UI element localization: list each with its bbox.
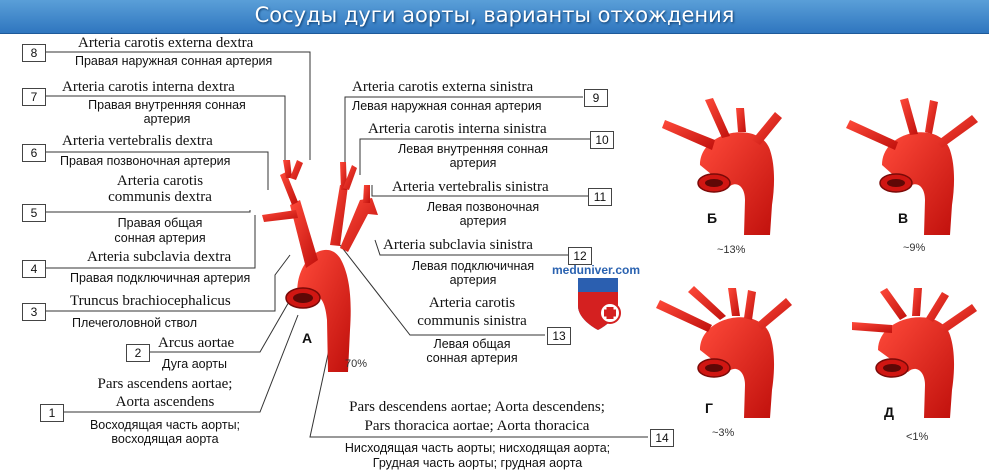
label-8-russian: Правая наружная сонная артерия: [75, 54, 273, 68]
label-number-9: 9: [584, 89, 608, 107]
leader-line-4: [45, 215, 256, 269]
variant-d-figure: [656, 286, 792, 418]
label-7-latin: Arteria carotis interna dextra: [62, 79, 235, 95]
main-aorta-figure: [262, 160, 378, 372]
label-8-latin: Arteria carotis externa dextra: [78, 35, 254, 51]
variant-e-figure: [852, 288, 977, 418]
page-title: Сосуды дуги аорты, варианты отхождения: [254, 3, 735, 27]
leader-line-5: [45, 210, 251, 213]
label-number-5: 5: [22, 204, 46, 222]
label-10-latin: Arteria carotis interna sinistra: [368, 121, 547, 137]
label-2-russian: Дуга аорты: [162, 357, 227, 371]
label-11-latin: Arteria vertebralis sinistra: [392, 179, 549, 195]
label-number-13: 13: [547, 327, 571, 345]
label-5-latin-line1: Arteria carotis: [116, 173, 204, 189]
leader-lines: [45, 51, 648, 438]
label-7-russian-line1: Правая внутренняя сонная: [88, 98, 246, 112]
label-3-latin: Truncus brachiocephalicus: [70, 293, 231, 309]
label-9-russian: Левая наружная сонная артерия: [352, 99, 542, 113]
variant-e-letter: Д: [884, 404, 894, 420]
variant-d-percent: ~3%: [712, 427, 735, 439]
label-14-latin-line2: Pars thoracica aortae; Aorta thoracica: [364, 418, 590, 434]
label-number-11: 11: [588, 188, 612, 206]
variant-a-letter: А: [302, 330, 313, 346]
label-5-russian-line2: сонная артерия: [114, 231, 206, 245]
label-13-latin-line2: communis sinistra: [417, 313, 527, 329]
meduniver-logo-icon: [578, 278, 621, 330]
meduniver-watermark-text: meduniver.com: [552, 263, 641, 277]
leader-line-3: [45, 254, 291, 312]
variant-c-figure: [846, 98, 978, 235]
label-1-russian-line2: восходящая аорта: [111, 432, 219, 446]
label-3-russian: Плечеголовной ствол: [72, 316, 198, 330]
label-14-russian-line1: Нисходящая часть аорты; нисходящая аорта…: [344, 441, 611, 455]
leader-line-11: [371, 185, 590, 197]
label-number-2: 2: [126, 344, 150, 362]
label-number-6: 6: [22, 144, 46, 162]
label-11-russian-line1: Левая позвоночная: [426, 200, 540, 214]
variant-a-percent: 70%: [345, 358, 368, 370]
label-5-latin-line2: communis dextra: [108, 189, 212, 205]
label-1-russian-line1: Восходящая часть аорты;: [89, 418, 241, 432]
label-4-russian: Правая подключичная артерия: [70, 271, 251, 285]
label-number-12: 12: [568, 247, 592, 265]
variant-b-figure: [662, 98, 782, 235]
label-10-russian-line1: Левая внутренняя сонная: [398, 142, 548, 156]
label-5-russian-line1: Правая общая: [117, 216, 203, 230]
label-7-russian-line2: артерия: [143, 112, 191, 126]
variant-d-letter: Г: [705, 400, 713, 416]
label-12-russian-line2: артерия: [449, 273, 497, 287]
leader-line-2: [150, 299, 291, 353]
label-13-russian-line1: Левая общая: [433, 337, 511, 351]
leader-line-10: [359, 138, 590, 175]
leader-line-9: [344, 96, 583, 165]
leader-line-1: [64, 314, 299, 413]
label-number-14: 14: [650, 429, 674, 447]
label-number-1: 1: [40, 404, 64, 422]
leader-line-13: [339, 244, 545, 336]
label-number-3: 3: [22, 303, 46, 321]
leader-line-6: [45, 151, 269, 190]
title-bar: [0, 0, 989, 34]
label-number-7: 7: [22, 88, 46, 106]
label-12-latin: Arteria subclavia sinistra: [383, 237, 533, 253]
label-14-russian-line2: Грудная часть аорты; грудная аорта: [372, 456, 583, 470]
label-2-latin: Arcus aortae: [158, 335, 235, 351]
variant-e-percent: <1%: [906, 431, 929, 443]
leader-line-7: [45, 95, 286, 165]
label-4-latin: Arteria subclavia dextra: [87, 249, 232, 265]
variant-b-percent: ~13%: [717, 244, 746, 256]
leader-line-12: [374, 239, 570, 256]
label-12-russian-line1: Левая подключичная: [411, 259, 535, 273]
leader-line-14: [309, 344, 648, 438]
label-1-latin-line1: Pars ascendens aortae;: [97, 376, 233, 392]
label-14-latin-line1: Pars descendens aortae; Aorta descendens…: [349, 399, 605, 415]
label-13-latin-line1: Arteria carotis: [428, 295, 516, 311]
label-number-8: 8: [22, 44, 46, 62]
label-number-4: 4: [22, 260, 46, 278]
label-10-russian-line2: артерия: [449, 156, 497, 170]
label-11-russian-line2: артерия: [459, 214, 507, 228]
label-1-latin-line2: Aorta ascendens: [115, 394, 215, 410]
label-number-10: 10: [590, 131, 614, 149]
label-6-russian: Правая позвоночная артерия: [60, 154, 231, 168]
variant-b-letter: Б: [707, 210, 718, 226]
label-6-latin: Arteria vertebralis dextra: [62, 133, 213, 149]
label-13-russian-line2: сонная артерия: [426, 351, 518, 365]
variant-c-letter: В: [898, 210, 909, 226]
variant-c-percent: ~9%: [903, 242, 926, 254]
label-9-latin: Arteria carotis externa sinistra: [352, 79, 534, 95]
leader-line-8: [45, 51, 311, 160]
